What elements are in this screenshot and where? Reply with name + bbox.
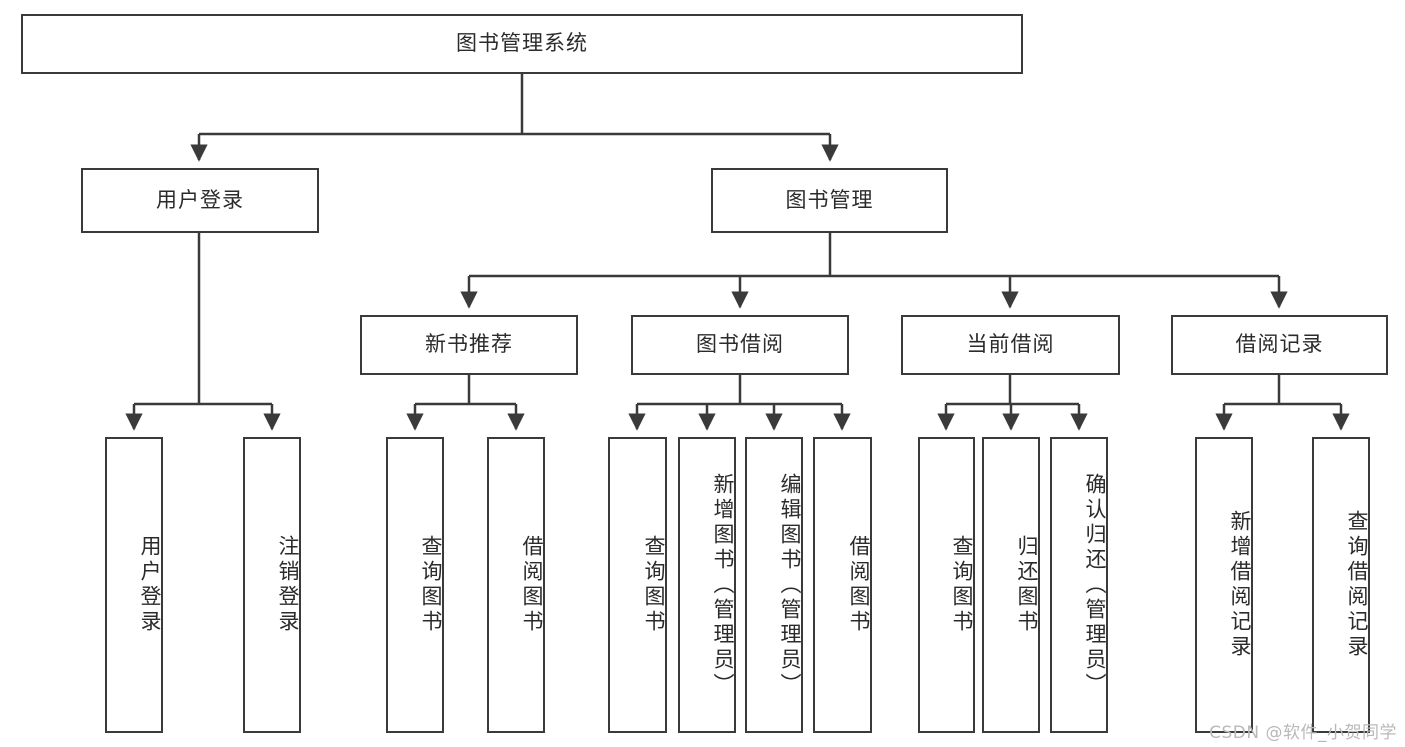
csdn-watermark: CSDN @软件_小贺同学 bbox=[1209, 723, 1397, 743]
node-leaf-add-record-label: 新增借阅记录 bbox=[1228, 510, 1252, 660]
node-root[interactable]: 图书管理系统 bbox=[21, 14, 1023, 74]
node-new-book-recommend[interactable]: 新书推荐 bbox=[360, 315, 578, 375]
node-leaf-confirm-return[interactable]: 确认归还（管理员） bbox=[1050, 437, 1108, 733]
node-new-book-recommend-label: 新书推荐 bbox=[425, 332, 513, 357]
node-leaf-edit-book-label: 编辑图书（管理员） bbox=[778, 472, 802, 698]
node-leaf-confirm-return-label: 确认归还（管理员） bbox=[1083, 472, 1107, 698]
node-leaf-query-book-borrow-label: 查询图书 bbox=[642, 535, 666, 635]
edge-group-new-book-recommend bbox=[406, 375, 525, 431]
node-leaf-logout-label: 注销登录 bbox=[276, 535, 300, 635]
node-book-borrow-label: 图书借阅 bbox=[696, 332, 784, 357]
node-user-login-label: 用户登录 bbox=[156, 187, 244, 212]
node-leaf-borrow-book-label: 借阅图书 bbox=[847, 535, 871, 635]
node-leaf-query-book-borrow[interactable]: 查询图书 bbox=[608, 437, 667, 733]
node-book-manage[interactable]: 图书管理 bbox=[711, 168, 948, 233]
edge-group-current-borrow bbox=[937, 375, 1088, 431]
node-book-manage-label: 图书管理 bbox=[785, 187, 874, 212]
node-leaf-query-book-rec-label: 查询图书 bbox=[419, 535, 443, 635]
node-borrow-record-label: 借阅记录 bbox=[1235, 332, 1324, 357]
node-leaf-query-record-label: 查询借阅记录 bbox=[1345, 510, 1369, 660]
node-leaf-edit-book[interactable]: 编辑图书（管理员） bbox=[745, 437, 803, 733]
node-leaf-user-login-label: 用户登录 bbox=[138, 535, 162, 635]
node-borrow-record[interactable]: 借阅记录 bbox=[1171, 315, 1388, 375]
node-leaf-query-record[interactable]: 查询借阅记录 bbox=[1312, 437, 1370, 733]
node-current-borrow-label: 当前借阅 bbox=[966, 332, 1055, 357]
node-leaf-borrow-book-rec[interactable]: 借阅图书 bbox=[487, 437, 545, 733]
edge-group-book-borrow bbox=[628, 375, 851, 431]
node-leaf-return-book-label: 归还图书 bbox=[1015, 535, 1039, 635]
node-leaf-query-book-cur[interactable]: 查询图书 bbox=[918, 437, 975, 733]
node-leaf-return-book[interactable]: 归还图书 bbox=[982, 437, 1040, 733]
node-leaf-query-book-rec[interactable]: 查询图书 bbox=[386, 437, 444, 733]
node-leaf-logout[interactable]: 注销登录 bbox=[243, 437, 301, 733]
node-user-login[interactable]: 用户登录 bbox=[81, 168, 319, 233]
node-book-borrow[interactable]: 图书借阅 bbox=[631, 315, 849, 375]
edge-group-borrow-record bbox=[1215, 375, 1350, 431]
node-leaf-borrow-book[interactable]: 借阅图书 bbox=[813, 437, 872, 733]
node-leaf-user-login[interactable]: 用户登录 bbox=[105, 437, 163, 733]
edge-group-book-manage bbox=[460, 233, 1288, 309]
node-root-label: 图书管理系统 bbox=[456, 31, 588, 56]
node-leaf-add-book[interactable]: 新增图书（管理员） bbox=[678, 437, 736, 733]
node-leaf-add-book-label: 新增图书（管理员） bbox=[711, 472, 735, 698]
node-leaf-query-book-cur-label: 查询图书 bbox=[950, 535, 974, 635]
node-leaf-borrow-book-rec-label: 借阅图书 bbox=[520, 535, 544, 635]
node-leaf-add-record[interactable]: 新增借阅记录 bbox=[1195, 437, 1253, 733]
node-current-borrow[interactable]: 当前借阅 bbox=[901, 315, 1120, 375]
edge-group-root bbox=[190, 74, 839, 162]
edge-group-user-login bbox=[125, 233, 281, 431]
